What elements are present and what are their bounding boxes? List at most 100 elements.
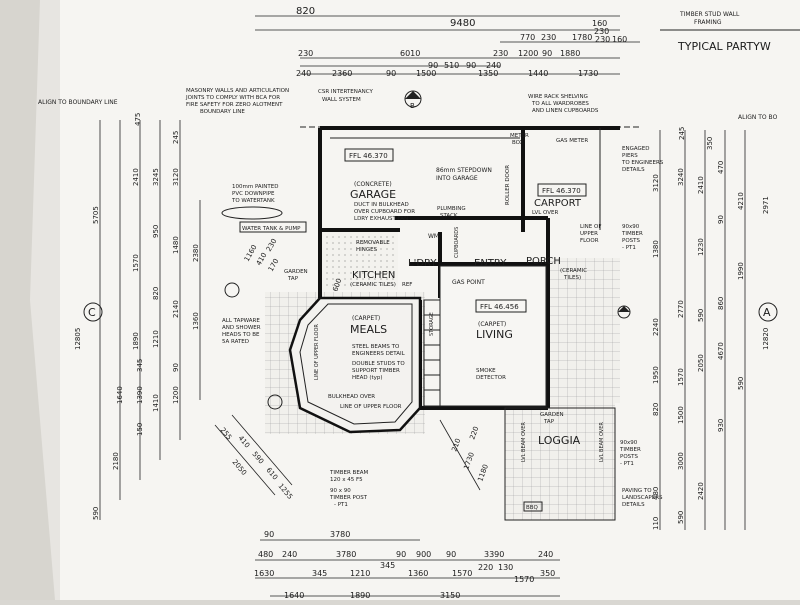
dim-right-1950: 1950: [652, 366, 660, 384]
dim-left-1390: 1390: [136, 386, 144, 404]
steel-beams-4: SUPPORT TIMBER: [352, 368, 400, 374]
steel-beams-5: HEAD (typ): [352, 375, 383, 381]
dim-right-590b: 590: [737, 377, 745, 390]
dim-left-2180: 2180: [112, 452, 120, 470]
timber-posts-right-2: TIMBER: [619, 447, 641, 453]
wire-rack-1: WIRE RACK SHELVING: [528, 94, 588, 100]
dim-right-90: 90: [717, 215, 725, 224]
gas-meter: GAS METER: [556, 138, 588, 144]
dim-bottom-240b: 240: [538, 550, 553, 559]
garden-tap-right-2: TAP: [543, 419, 555, 425]
dim-right-4670: 4670: [717, 342, 725, 360]
ffl-living: FFL 46.456: [480, 303, 519, 311]
dim-top-90d: 90: [386, 69, 396, 78]
dim-bottom-90c: 90: [446, 550, 456, 559]
entry-label: ENTRY: [474, 258, 507, 269]
plumbing-2: STACK: [440, 213, 458, 219]
section-c-label: C: [88, 306, 96, 319]
porch-label: PORCH: [526, 256, 561, 267]
dim-top-510: 510: [444, 61, 459, 70]
garage-labels: FFL 46.370 86mm STEPDOWN INTO GARAGE (CO…: [344, 133, 664, 251]
dim-right-2050: 2050: [697, 354, 705, 372]
engaged-piers-3: TO ENGINEERS: [621, 160, 664, 166]
duct-note-1: DUCT IN BULKHEAD: [354, 202, 409, 208]
roller-door: ROLLER DOOR: [505, 165, 511, 205]
timber-posts-top-1: 90x90: [622, 224, 640, 230]
top-annotations: ALIGN TO BOUNDARY LINE ALIGN TO BO MASON…: [38, 88, 778, 121]
dim-right-1990: 1990: [737, 262, 745, 280]
engaged-piers-1: ENGAGED: [622, 146, 650, 152]
dim-right-1380: 1380: [652, 240, 660, 258]
dim-right-2240: 2240: [652, 318, 660, 336]
dim-bottom-1360: 1360: [408, 569, 428, 578]
dim-left-150: 150: [136, 423, 144, 436]
masonry-note-2: JOINTS TO COMPLY WITH BCA FOR: [185, 95, 280, 101]
dim-right-1570: 1570: [677, 368, 685, 386]
line-upper-floor-vert: LINE OF UPPER FLOOR: [314, 324, 320, 380]
dim-bottom-350: 350: [540, 569, 555, 578]
dim-right-590c: 590: [677, 511, 685, 524]
dim-bottom-1570b: 1570: [514, 575, 534, 584]
dim-left-3120: 3120: [172, 168, 180, 186]
removable-hinges-2: HINGES: [356, 247, 378, 253]
meals-label: MEALS: [350, 323, 387, 336]
wire-rack-2: TO ALL WARDROBES: [531, 101, 589, 107]
dim-bottom-90: 90: [264, 530, 274, 539]
steel-beams-1: STEEL BEAMS TO: [352, 344, 400, 350]
dim-top-240a: 240: [486, 61, 501, 70]
lvl-beam-right: LVL BEAM OVER: [599, 422, 605, 462]
dim-top-1730: 1730: [578, 69, 598, 78]
garden-tap-left-2: TAP: [287, 276, 299, 282]
masonry-note-3: FIRE SAFETY FOR ZERO ALOTMENT: [186, 102, 283, 108]
timber-beam-3: 90 x 90: [330, 488, 351, 494]
section-marker-b: B: [410, 102, 415, 110]
dim-top-1200: 1200: [518, 49, 538, 58]
dim-left-475: 475: [134, 113, 142, 126]
duct-note-2: OVER CUPBOARD FOR: [354, 209, 415, 215]
csr-note-2: WALL SYSTEM: [322, 97, 361, 103]
stud-wall-label: TIMBER STUD WALL: [679, 11, 740, 18]
dim-left-90: 90: [172, 363, 180, 372]
dim-bottom-345a: 345: [312, 569, 327, 578]
top-dimensions: 820 9480 160 770 230 1780 230 160 230 23…: [255, 6, 640, 78]
masonry-note-4: BOUNDARY LINE: [200, 109, 245, 115]
dim-right-3240: 3240: [677, 168, 685, 186]
dim-bottom-130: 130: [498, 563, 513, 572]
stepdown-2: INTO GARAGE: [436, 175, 478, 182]
dim-left-2410: 2410: [132, 168, 140, 186]
dim-top-230a: 230: [541, 33, 556, 42]
dim-top-90c: 90: [466, 61, 476, 70]
masonry-note-1: MASONRY WALLS AND ARTICULATION: [186, 88, 289, 94]
plumbing-1: PLUMBING: [437, 206, 466, 212]
kitchen-tiles: [320, 230, 398, 290]
all-tapware-4: 5A RATED: [222, 339, 249, 345]
lvl-over-carport: LVL OVER: [532, 210, 559, 216]
garage-concrete: (CONCRETE): [354, 181, 392, 188]
line-upper-floor: LINE OF UPPER FLOOR: [340, 404, 402, 410]
timber-posts-top-2: TIMBER: [621, 231, 643, 237]
dim-top-1880: 1880: [560, 49, 580, 58]
dim-top-1440: 1440: [528, 69, 548, 78]
loggia-label: LOGGIA: [538, 434, 581, 447]
dim-bottom-240a: 240: [282, 550, 297, 559]
staircase: [423, 299, 441, 407]
dim-left-950: 950: [152, 225, 160, 238]
ldry-label: L'DRY: [408, 258, 437, 269]
dim-top-230d: 230: [298, 49, 313, 58]
dim-bottom-1630: 1630: [254, 569, 274, 578]
meals-carpet: (CARPET): [352, 315, 380, 322]
dim-top-90a: 90: [542, 49, 552, 58]
interior-labels: REMOVABLE HINGES WM CUPBOARDS KITCHEN (C…: [314, 227, 663, 512]
left-dimensions: 475 245 5705 2410 3245 3120 950 1480 238…: [74, 113, 201, 520]
dim-bottom-1640: 1640: [284, 591, 304, 600]
dim-bottom-1210: 1210: [350, 569, 370, 578]
steel-beams-2: ENGINEERS DETAIL: [352, 351, 406, 357]
dim-top-160b: 160: [612, 35, 627, 44]
smoke-detector-1: SMOKE: [476, 368, 496, 374]
dim-left-1210: 1210: [152, 330, 160, 348]
dim-top-90b: 90: [428, 61, 438, 70]
dim-top-230e: 230: [493, 49, 508, 58]
dim-right-4210: 4210: [737, 192, 745, 210]
dim-left-820: 820: [152, 287, 160, 300]
